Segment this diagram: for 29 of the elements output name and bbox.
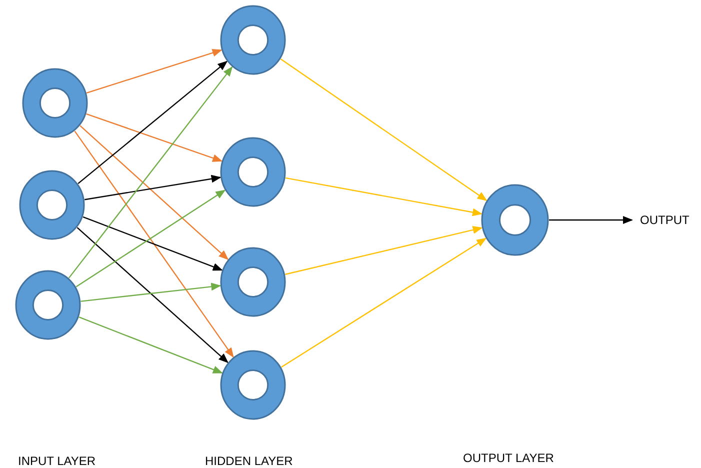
arrow [76, 227, 229, 364]
layer-label: OUTPUT LAYER [463, 450, 554, 467]
neuron-circle [220, 350, 286, 420]
arrow [74, 130, 234, 358]
arrow [549, 216, 633, 224]
arrow [78, 316, 223, 374]
neuron-circle [220, 247, 286, 317]
arrow [76, 190, 226, 288]
neuron-circle [481, 184, 549, 256]
arrow [285, 177, 482, 216]
arrow [86, 113, 223, 162]
arrow [80, 125, 229, 260]
arrow [280, 58, 488, 201]
arrow [281, 238, 487, 368]
neuron-circle [15, 270, 81, 340]
arrow [84, 174, 222, 200]
layer-label: HIDDEN LAYER [205, 453, 293, 468]
arrow [68, 66, 233, 278]
output-text: OUTPUT [640, 212, 690, 229]
neuron-circle [220, 5, 286, 75]
arrow [86, 48, 222, 94]
arrow [80, 282, 222, 302]
neuron-circle [19, 170, 85, 240]
arrow [285, 226, 483, 275]
layer-label: INPUT LAYER [18, 453, 96, 468]
arrow [82, 216, 223, 271]
arrow [78, 60, 228, 184]
neuron-circle [22, 68, 88, 138]
neuron-circle [220, 137, 286, 207]
